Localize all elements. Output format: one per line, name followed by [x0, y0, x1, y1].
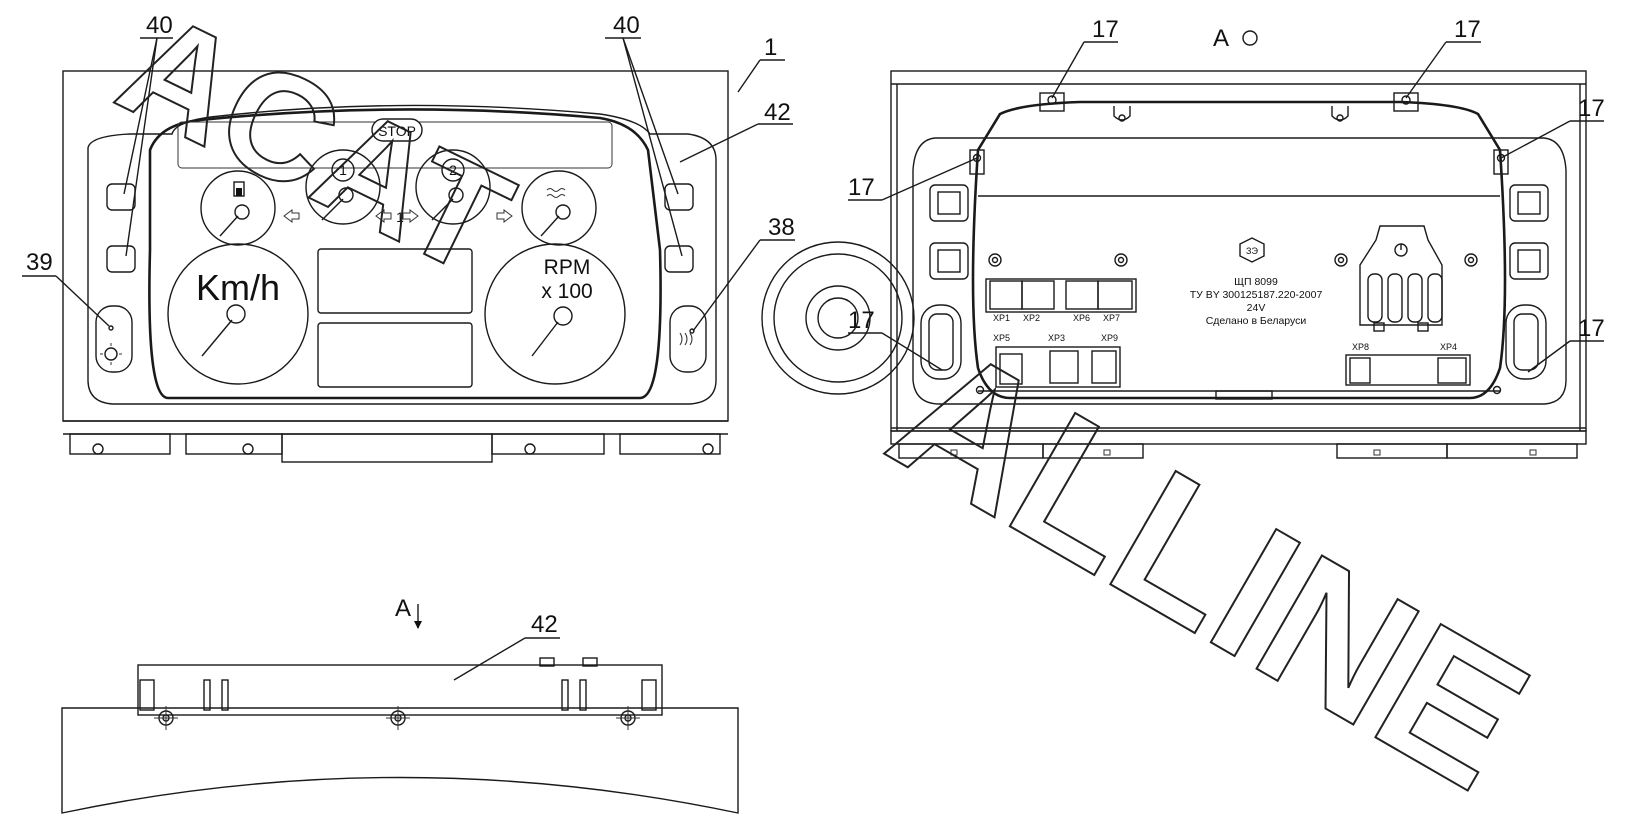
watermark-word-2: ALLINE — [860, 303, 1560, 825]
manufacturer-logo — [1239, 237, 1265, 263]
logo-text: ЗЭ — [1246, 246, 1258, 256]
connector-xp5: XP5 — [993, 333, 1010, 343]
watermark: ACAT ALLINE — [96, 0, 1561, 825]
speedometer: Km/h — [167, 243, 309, 385]
turn-right-arrow-2 — [496, 209, 513, 223]
connector-xp8: XP8 — [1352, 342, 1369, 352]
side-screws — [154, 706, 640, 730]
gauge-1: 1 — [305, 149, 381, 225]
connector-xp1: XP1 — [993, 313, 1010, 323]
side-cover — [61, 707, 739, 814]
watermark-dot-inner — [817, 297, 859, 339]
callout-38: 38 — [768, 214, 795, 241]
callout-39: 39 — [26, 249, 53, 276]
callout-42-top: 42 — [764, 99, 791, 126]
callouts: 1 40 40 42 39 38 17 17 17 17 17 17 42 — [22, 12, 1605, 681]
connector-xp2: XP2 — [1023, 313, 1040, 323]
turn-left-arrow-2 — [375, 209, 392, 223]
fuel-icon-fill — [236, 188, 242, 196]
tachometer-scale: x 100 — [541, 280, 592, 303]
connector-xp3: XP3 — [1048, 333, 1065, 343]
callout-17-c: 17 — [1578, 95, 1605, 122]
illumination-switch — [95, 305, 133, 373]
view-a-label: A — [1213, 25, 1229, 52]
plate-model: ЩП 8099 — [1234, 276, 1278, 288]
lcd-display-bottom — [317, 322, 473, 388]
rear-outer-frame — [912, 137, 1567, 405]
tachometer-unit: RPM — [544, 256, 591, 279]
speedometer-unit: Km/h — [196, 267, 280, 308]
stop-label: STOP — [378, 123, 416, 139]
gauge-1-label: 1 — [339, 162, 347, 178]
callout-17-f: 17 — [1578, 315, 1605, 342]
view-a-symbol — [1242, 30, 1258, 46]
gauge-2: 2 — [415, 149, 491, 225]
outer-bezel — [87, 104, 717, 405]
turn-left-arrow — [283, 209, 300, 223]
connector-xp6: XP6 — [1073, 313, 1090, 323]
coolant-temp-gauge — [521, 170, 597, 246]
callout-17-d: 17 — [848, 174, 875, 201]
connector-row-bottom: XP5 XP3 XP9 — [993, 333, 1121, 388]
nameplate: ЗЭ ЩП 8099 ТУ BY 300125187.220-2007 24V … — [1190, 237, 1323, 327]
coolant-icon — [546, 188, 566, 198]
side-button — [106, 183, 136, 211]
watermark-dot-outer — [805, 285, 871, 351]
multi-pin-connector — [1359, 225, 1443, 332]
lcd-display-top — [317, 248, 473, 314]
tachometer: RPM x 100 — [484, 243, 626, 385]
callout-40-right: 40 — [613, 12, 640, 39]
sun-icon — [104, 347, 118, 361]
front-mounting-tabs — [69, 433, 721, 463]
plate-voltage: 24V — [1247, 302, 1266, 314]
front-view: STOP 1 — [62, 70, 729, 463]
stop-lamp — [371, 118, 423, 142]
callout-42-side: 42 — [531, 611, 558, 638]
watermark-word-1: ACAT — [97, 0, 535, 307]
callout-17-a: 17 — [1092, 16, 1119, 43]
gauge-2-label: 2 — [449, 162, 457, 178]
watermark-ring-inner — [773, 253, 903, 383]
rear-view: XP1 XP2 XP6 XP7 XP5 XP3 XP9 XP8 XP4 ЗЭ Щ… — [890, 25, 1587, 459]
heater-switch — [669, 305, 707, 373]
callout-17-b: 17 — [1454, 16, 1481, 43]
side-view: A — [61, 595, 739, 814]
side-button — [664, 245, 694, 273]
connector-xp7: XP7 — [1103, 313, 1120, 323]
connector-xp9: XP9 — [1101, 333, 1118, 343]
connector-xp4: XP4 — [1440, 342, 1457, 352]
side-button — [664, 183, 694, 211]
mounting-ears — [969, 92, 1509, 395]
view-a-side-label: A — [395, 595, 411, 622]
side-button — [106, 245, 136, 273]
rear-mounting-tabs — [890, 430, 1587, 459]
instrument-face — [148, 108, 662, 400]
heater-icon — [679, 332, 693, 346]
plate-origin: Сделано в Беларуси — [1206, 315, 1307, 327]
plate-standard: ТУ BY 300125187.220-2007 — [1190, 289, 1323, 301]
watermark-ring-outer — [761, 241, 915, 395]
rear-shell — [971, 100, 1507, 400]
turn-right-arrow — [402, 209, 419, 223]
trailer-indicator-label: 1 — [396, 209, 404, 225]
connector-xp8-xp4: XP8 XP4 — [1345, 342, 1471, 386]
fuel-gauge — [200, 170, 276, 246]
callout-40-left: 40 — [146, 12, 173, 39]
callout-17-e: 17 — [848, 307, 875, 334]
callout-1: 1 — [764, 34, 777, 61]
connector-row-top: XP1 XP2 XP6 XP7 — [985, 278, 1137, 323]
